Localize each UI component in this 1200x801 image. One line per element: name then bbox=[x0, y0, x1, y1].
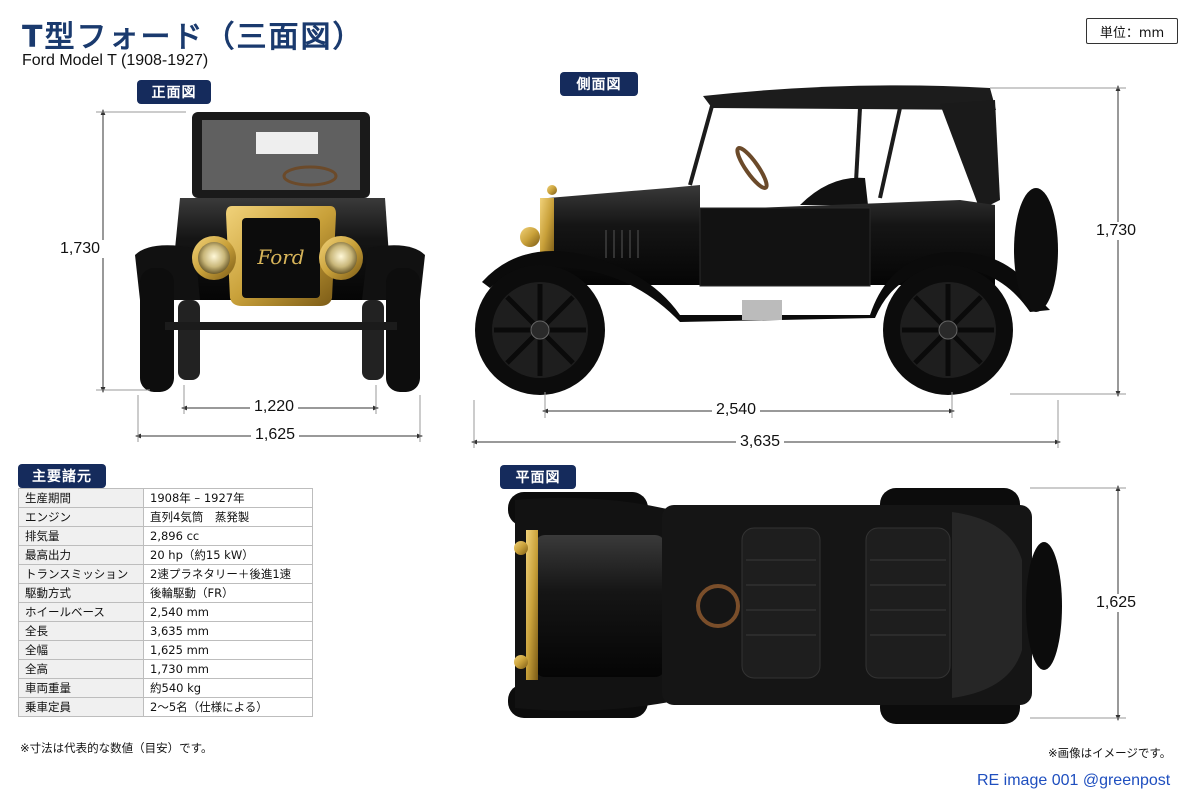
rear-right-wheel-front bbox=[362, 300, 384, 380]
spec-value: 直列4気筒 蒸発製 bbox=[143, 507, 313, 527]
top-spare-tire bbox=[1026, 542, 1062, 670]
side-view-car bbox=[475, 85, 1058, 395]
spec-value: 3,635 mm bbox=[143, 621, 313, 641]
spec-key: ホイールベース bbox=[18, 602, 144, 622]
spec-key: 全幅 bbox=[18, 640, 144, 660]
spec-key: 最高出力 bbox=[18, 545, 144, 565]
unit-label: 単位：mm bbox=[1086, 18, 1178, 44]
front-windshield bbox=[202, 120, 360, 190]
spec-key: 車両重量 bbox=[18, 678, 144, 698]
top-left-lamp bbox=[514, 541, 528, 555]
front-view-car: Ford bbox=[135, 112, 425, 392]
spec-key: エンジン bbox=[18, 507, 144, 527]
spec-key: 排気量 bbox=[18, 526, 144, 546]
spec-key: トランスミッション bbox=[18, 564, 144, 584]
side-rear-wheel bbox=[883, 265, 1013, 395]
front-view-badge: 正面図 bbox=[137, 80, 211, 104]
spec-table-title: 主要諸元 bbox=[18, 464, 106, 488]
image-credit: RE image 001 @greenpost bbox=[977, 772, 1171, 789]
spec-value: 2〜5名（仕様による） bbox=[143, 697, 313, 717]
spec-value: 1908年 – 1927年 bbox=[143, 488, 313, 508]
spec-value: 1,730 mm bbox=[143, 659, 313, 679]
side-door-panel bbox=[699, 207, 871, 287]
side-view-badge: 側面図 bbox=[560, 72, 638, 96]
side-fenders-running-board bbox=[482, 251, 1050, 322]
side-steering-wheel bbox=[735, 146, 769, 190]
rear-window bbox=[256, 132, 318, 154]
spec-value: 20 hp（約15 kW） bbox=[143, 545, 313, 565]
spec-key: 全長 bbox=[18, 621, 144, 641]
spec-key: 駆動方式 bbox=[18, 583, 144, 603]
side-wheelbase-label: 2,540 bbox=[712, 401, 761, 419]
spec-value: 1,625 mm bbox=[143, 640, 313, 660]
front-height-label: 1,730 bbox=[56, 240, 105, 258]
front-steering-wheel bbox=[282, 165, 338, 187]
image-note: ※画像はイメージです。 bbox=[1048, 746, 1172, 760]
top-right-lamp bbox=[514, 655, 528, 669]
side-step-plate bbox=[742, 300, 782, 320]
side-length-label: 3,635 bbox=[736, 433, 785, 451]
side-soft-top bbox=[703, 85, 996, 110]
spec-key: 全高 bbox=[18, 659, 144, 679]
spec-row: 駆動方式後輪駆動（FR） bbox=[18, 583, 313, 603]
spec-row: エンジン直列4気筒 蒸発製 bbox=[18, 507, 313, 527]
side-height-label: 1,730 bbox=[1092, 222, 1141, 240]
front-left-wheel bbox=[140, 268, 174, 392]
top-view-badge: 平面図 bbox=[500, 465, 576, 489]
dimension-note: ※寸法は代表的な数値（目安）です。 bbox=[20, 741, 213, 755]
spec-value: 約540 kg bbox=[143, 678, 313, 698]
spare-tire bbox=[1014, 188, 1058, 312]
spec-key: 乗車定員 bbox=[18, 697, 144, 717]
rear-left-wheel-front bbox=[178, 300, 200, 380]
spec-key: 生産期間 bbox=[18, 488, 144, 508]
top-rear-seat-pleats bbox=[870, 559, 946, 636]
radiator-cap bbox=[547, 185, 557, 195]
spec-value: 2,896 cc bbox=[143, 526, 313, 546]
page-subtitle: Ford Model T (1908-1927) bbox=[22, 52, 209, 69]
front-track-label: 1,220 bbox=[250, 398, 299, 416]
front-width-label: 1,625 bbox=[251, 426, 300, 444]
front-right-wheel bbox=[386, 268, 420, 392]
side-headlamp bbox=[520, 227, 540, 247]
top-rear-seat bbox=[865, 527, 951, 679]
top-front-seat-pleats bbox=[746, 559, 816, 636]
spec-value: 2速プラネタリー＋後進1速 bbox=[143, 564, 313, 584]
front-axle bbox=[165, 322, 397, 330]
top-steering-wheel bbox=[696, 584, 740, 628]
side-hood-louvers bbox=[605, 230, 639, 258]
spec-value: 2,540 mm bbox=[143, 602, 313, 622]
top-radiator bbox=[526, 530, 538, 680]
radiator-core bbox=[242, 218, 320, 298]
top-width-label: 1,625 bbox=[1092, 594, 1141, 612]
top-hood bbox=[535, 535, 665, 677]
top-folded-top bbox=[952, 512, 1022, 698]
top-view-car bbox=[508, 488, 1062, 724]
right-headlamp bbox=[325, 242, 357, 274]
left-headlamp bbox=[198, 242, 230, 274]
spec-value: 後輪駆動（FR） bbox=[143, 583, 313, 603]
side-radiator bbox=[540, 198, 554, 258]
top-front-seat bbox=[741, 527, 821, 679]
side-front-wheel bbox=[475, 265, 605, 395]
page-title: T型フォード（三面図） bbox=[22, 20, 365, 55]
ford-badge: Ford bbox=[256, 245, 304, 269]
spec-row: 車両重量約540 kg bbox=[18, 678, 313, 698]
side-seat bbox=[800, 177, 868, 205]
